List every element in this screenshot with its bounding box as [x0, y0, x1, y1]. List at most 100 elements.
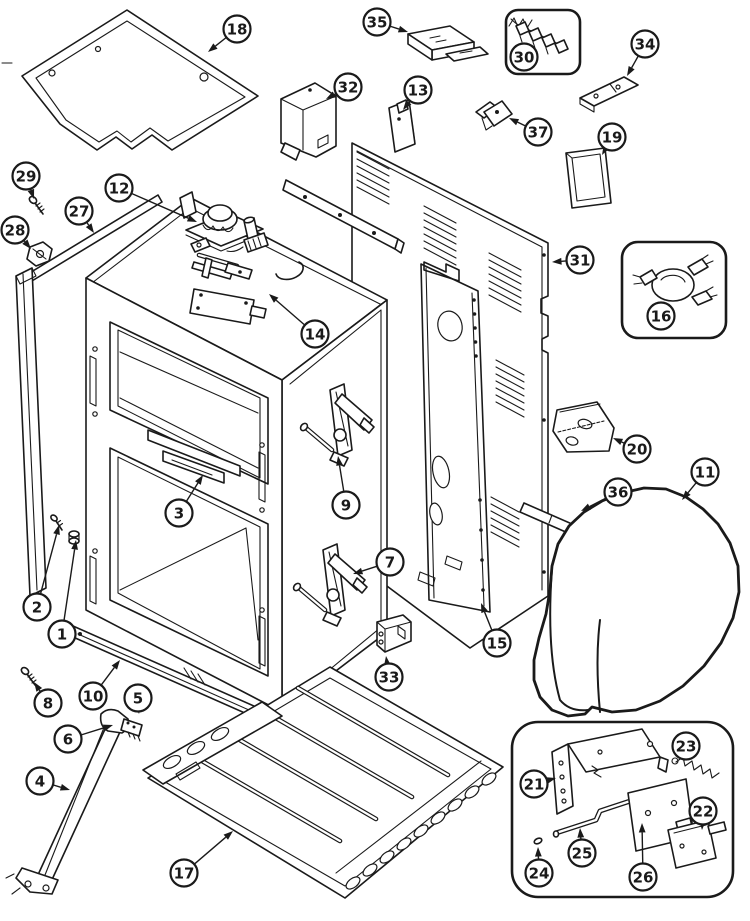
callout-arrowhead [34, 682, 43, 692]
callout-number: 21 [524, 775, 545, 793]
module-35 [407, 25, 489, 62]
callout-arrowhead [22, 239, 31, 249]
callout-32: 32 [326, 72, 363, 102]
callout-number: 35 [367, 13, 388, 31]
bracket-20 [552, 401, 615, 453]
callout-1: 1 [47, 540, 78, 649]
callout-22: 22 [688, 796, 718, 830]
callout-circle [333, 72, 363, 102]
callout-leader [80, 727, 105, 736]
screw-8 [20, 666, 37, 686]
callout-number: 32 [338, 78, 359, 96]
vent-hole [275, 261, 304, 281]
callout-arrowhead [223, 831, 233, 840]
callout-arrowhead [71, 540, 78, 550]
bolt-1 [68, 530, 80, 545]
callout-leader [39, 533, 58, 595]
callout-number: 8 [43, 694, 53, 712]
insulation-blanket [532, 486, 741, 718]
callout-circle [671, 731, 701, 761]
callout-number: 24 [529, 864, 550, 882]
callout-arrowhead [102, 724, 113, 732]
callout-leader [185, 482, 199, 502]
callout-number: 14 [305, 325, 326, 343]
callout-14: 14 [269, 294, 330, 349]
callout-number: 10 [83, 687, 104, 705]
callout-circle [482, 628, 512, 658]
callout-leader [483, 611, 493, 631]
latch-bracket-21 [551, 728, 669, 815]
callout-circle [362, 7, 392, 37]
callout-8: 8 [33, 682, 63, 718]
callout-leader [63, 549, 76, 621]
callout-circle [567, 838, 597, 868]
callout-arrowhead [613, 438, 624, 446]
callout-leader [193, 836, 227, 865]
callout-leader [589, 497, 607, 508]
callout-circle [164, 498, 194, 528]
callout-circle [597, 122, 627, 152]
callout-19: 19 [597, 122, 627, 155]
callout-13: 13 [403, 75, 433, 110]
callout-arrowhead [581, 503, 592, 511]
callout-arrowhead [195, 475, 203, 485]
callout-circle [622, 434, 652, 464]
callout-number: 34 [635, 35, 656, 53]
callout-number: 2 [32, 598, 42, 616]
callout-arrowhead [53, 525, 60, 536]
callout-arrowhead [552, 257, 562, 265]
callout-12: 12 [104, 173, 197, 222]
callout-number: 13 [408, 81, 429, 99]
callout-number: 17 [174, 864, 195, 882]
callout-leader [517, 121, 527, 127]
callout-11: 11 [682, 457, 720, 500]
callout-24: 24 [524, 847, 554, 888]
callout-number: 4 [35, 772, 45, 790]
callout-circle [603, 477, 633, 507]
callout-number: 12 [109, 179, 130, 197]
callout-circle [53, 724, 83, 754]
callout-circle [47, 619, 77, 649]
callout-number: 19 [602, 128, 623, 146]
callout-arrowhead [403, 100, 412, 110]
callout-arrowhead [481, 603, 488, 614]
callout-25: 25 [567, 828, 597, 868]
drawer-glide-rail [142, 701, 283, 785]
callout-circle [523, 117, 553, 147]
pin-24 [533, 837, 543, 845]
callout-circle [300, 319, 330, 349]
callout-number: 20 [627, 440, 648, 458]
panel-19 [565, 147, 612, 209]
oven-body [85, 191, 388, 713]
callout-number: 7 [385, 553, 395, 571]
callout-27: 27 [64, 196, 94, 233]
callout-leader [631, 55, 639, 69]
screw-2 [50, 514, 64, 531]
spring-23 [671, 756, 720, 779]
callout-leader [131, 192, 189, 219]
callout-number: 16 [651, 307, 672, 325]
callout-number: 1 [57, 625, 67, 643]
callout-leader [389, 25, 400, 30]
callout-26: 26 [628, 823, 658, 892]
callout-33: 33 [374, 656, 404, 692]
callout-number: 36 [608, 483, 629, 501]
callout-arrowhead [397, 25, 408, 33]
support-rail [282, 179, 405, 254]
callout-circle [403, 75, 433, 105]
callout-circle [222, 14, 252, 44]
callout-circle [688, 796, 718, 826]
callout-arrowhead [59, 784, 70, 791]
callout-circle [374, 662, 404, 692]
callout-arrowhead [336, 456, 343, 466]
callout-circle [565, 245, 595, 275]
callout-number: 31 [570, 251, 591, 269]
callout-arrowhead [186, 215, 197, 222]
callout-number: 25 [572, 844, 593, 862]
callout-30: 30 [509, 42, 539, 72]
callout-number: 5 [133, 689, 143, 707]
callout-17: 17 [169, 831, 233, 888]
callout-5: 5 [123, 683, 153, 714]
wire-harness [508, 17, 569, 55]
